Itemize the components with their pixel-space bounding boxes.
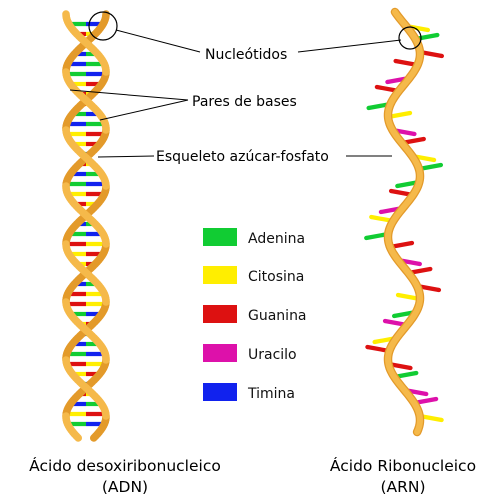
rna-base-tip bbox=[439, 417, 444, 423]
dna-backbone-front bbox=[62, 10, 110, 442]
rna-base-tip bbox=[409, 240, 415, 246]
rna-base-tip bbox=[434, 396, 439, 402]
rna-backbone-path bbox=[385, 9, 424, 435]
rna-base-tip bbox=[374, 84, 379, 90]
dna-nucleotide-highlight-circle bbox=[88, 11, 118, 41]
rna-single-strand bbox=[364, 7, 445, 437]
rna-base-tip bbox=[412, 131, 417, 137]
rna-caption-abbrev: (ARN) bbox=[380, 478, 425, 496]
rna-base-tip bbox=[421, 136, 426, 142]
rna-backbone bbox=[383, 7, 425, 437]
rna-base-tip bbox=[366, 105, 371, 111]
rna-base-tip bbox=[388, 188, 394, 194]
legend-swatch-guanina bbox=[203, 305, 237, 323]
label-leader-lines bbox=[69, 29, 402, 158]
legend-label-timina: Timina bbox=[247, 386, 295, 402]
legend-label-citosina: Citosina bbox=[248, 269, 304, 285]
rna-base-tip bbox=[382, 318, 388, 324]
rna-base-tip bbox=[436, 287, 442, 293]
dna-caption-title: Ácido desoxiribonucleico bbox=[29, 456, 221, 475]
rna-base-tip bbox=[432, 157, 437, 163]
legend-swatch-adenina bbox=[203, 228, 237, 246]
legend-label-adenina: Adenina bbox=[248, 231, 305, 247]
dna-caption-abbrev: (ADN) bbox=[102, 478, 148, 496]
dna-backbone-segment bbox=[72, 432, 83, 442]
rna-base-tip bbox=[391, 313, 397, 319]
rna-base-tip bbox=[395, 292, 401, 298]
rna-base-tip bbox=[364, 235, 369, 241]
legend-swatch-citosina bbox=[203, 266, 237, 284]
rna-nucleotide-highlight-circle bbox=[398, 26, 422, 50]
dna-backbone-segment bbox=[89, 432, 100, 442]
rna-base-tip bbox=[414, 370, 419, 376]
base-pairs-label: Pares de bases bbox=[192, 94, 297, 110]
rna-caption-title: Ácido Ribonucleico bbox=[330, 456, 476, 475]
rna-base-tip bbox=[365, 344, 370, 350]
legend-label-uracilo: Uracilo bbox=[248, 347, 297, 363]
rna-base-tip bbox=[372, 339, 377, 345]
dna-double-helix bbox=[62, 10, 110, 442]
rna-base-tip bbox=[407, 110, 413, 116]
backbone-label: Esqueleto azúcar-fosfato bbox=[156, 149, 329, 165]
rna-base-tip bbox=[435, 32, 440, 38]
rna-base-tip bbox=[395, 183, 400, 189]
rna-base-tip bbox=[408, 365, 413, 371]
rna-base-tip bbox=[417, 261, 422, 267]
rna-base-tip bbox=[428, 266, 433, 272]
legend-swatch-uracilo bbox=[203, 344, 237, 362]
legend: Adenina Citosina Guanina Uracilo Timina bbox=[203, 228, 307, 402]
rna-base-tip bbox=[439, 53, 445, 59]
legend-label-guanina: Guanina bbox=[248, 308, 307, 324]
rna-base-tip bbox=[425, 27, 431, 33]
rna-base-tip bbox=[385, 79, 390, 85]
rna-base-tip bbox=[424, 391, 429, 397]
nucleotides-label: Nucleótidos bbox=[205, 47, 287, 63]
rna-base-tip bbox=[438, 162, 444, 168]
rna-base-tip bbox=[369, 214, 374, 220]
rna-base-tip bbox=[378, 209, 383, 215]
rna-base-tip bbox=[393, 58, 398, 64]
legend-swatch-timina bbox=[203, 383, 237, 401]
